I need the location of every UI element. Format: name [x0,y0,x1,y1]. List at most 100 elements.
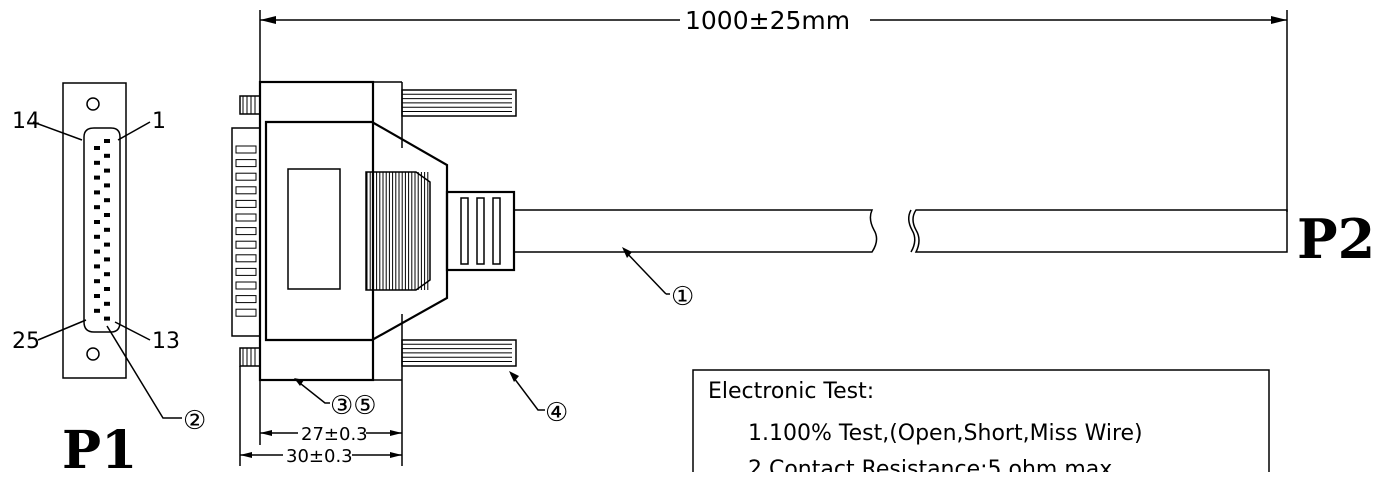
latch-top [401,89,517,117]
pin-label-25: 25 [12,329,40,354]
pin-label-1: 1 [152,109,166,134]
grip-hatching [365,171,431,291]
p1-pin-field [94,139,110,321]
pin-22 [94,264,100,269]
pin-10 [104,272,110,277]
cable-break-mark [908,209,916,253]
pin-21 [94,249,100,254]
d-face-rib [235,172,257,181]
d-face-rib [235,295,257,304]
pin-13 [104,316,110,321]
grip-outline [365,171,431,291]
leader-callout-2 [106,325,182,419]
pin-7 [104,227,110,232]
p1-label: P1 [62,420,137,472]
p1-shell [83,127,121,333]
dim-30-arrow-r [390,452,402,458]
width-dimensions: 27±0.3 30±0.3 [239,366,403,467]
pin-8 [104,242,110,247]
test-box-frame [692,369,1270,477]
leader-callout-1 [623,249,667,295]
pin-20 [94,234,100,239]
pin-9 [104,257,110,262]
pin-label-14: 14 [12,109,40,134]
pin-18 [94,205,100,210]
pin-17 [94,190,100,195]
leader-pin-1 [117,121,151,141]
latch-bottom [401,339,517,367]
strain-relief [445,190,516,272]
test-notes-box: Electronic Test: 1.100% Test,(Open,Short… [692,369,1270,477]
pin-2 [104,153,110,158]
callout-4: ④ [545,398,568,428]
d-face-ribs [235,145,257,317]
d-face-rib [235,186,257,195]
pin-11 [104,287,110,291]
d-face-rib [235,227,257,236]
leader-callout-4-arrow [509,371,519,382]
pin-label-13: 13 [152,329,180,354]
p1-front-view: 14 1 25 13 ② P1 [12,82,206,477]
pin-6 [104,213,110,217]
thumbscrew-top [239,95,261,115]
d-face-rib [235,267,257,276]
strain-relief-slot-2 [476,197,485,265]
pin-15 [94,160,100,165]
leader-pin-13 [114,321,151,341]
p1-mount-hole-bottom [86,347,100,361]
pin-19 [94,220,100,224]
pin-23 [94,279,100,284]
hood-outline [264,120,449,342]
callout-2: ② [183,406,206,436]
strain-relief-slot-1 [460,197,469,265]
d-face-rib [235,254,257,263]
leader-pin-14 [32,121,83,141]
d-face-rib [235,159,257,168]
pin-25 [94,308,100,313]
dim-27-arrow-r [390,430,402,436]
test-line-1: 1.100% Test,(Open,Short,Miss Wire) [748,421,1143,446]
label-window [287,168,341,290]
pin-1 [104,139,110,143]
p2-label: P2 [1297,207,1375,271]
d-face-rib [235,240,257,249]
leader-callout-1-arrow [622,247,632,258]
cable-right [912,209,1288,253]
test-line-2: 2.Contact Resistance:5 ohm max. [748,457,1119,472]
cable-left [514,209,878,253]
leader-callout-35 [295,379,330,404]
length-dimension: 1000±25mm [259,6,1288,212]
pin-24 [94,294,100,298]
dim-27-label: 27±0.3 [301,424,368,445]
p1-side-view: P2 [231,80,1375,382]
callout-35: ③⑤ [330,391,377,421]
test-title: Electronic Test: [708,379,874,404]
dim-30-arrow-l [240,452,252,458]
dim-30-label: 30±0.3 [286,446,353,467]
d-face-rib [235,213,257,222]
callouts: ① ③⑤ ④ [294,247,694,428]
thumbscrew-bottom [239,347,261,367]
arrow-right [1271,16,1287,24]
d-face-rib [235,145,257,154]
p1-mount-hole-top [86,97,100,111]
pin-16 [94,175,100,180]
d-face-rib [235,281,257,290]
leader-callout-35-arrow [294,378,304,386]
callout-1: ① [671,282,694,312]
overall-length-label: 1000±25mm [685,6,850,35]
leader-pin-25 [37,319,87,341]
p1-flange [62,82,127,379]
pin-5 [104,198,110,203]
pin-14 [94,146,100,150]
pin-3 [104,168,110,173]
leader-callout-4 [510,373,545,411]
dim-27-arrow-l [260,430,272,436]
housing-body [258,80,375,382]
strain-relief-slot-3 [492,197,501,265]
d-face-rib [235,199,257,208]
pin-12 [104,301,110,306]
d-face-rib [235,308,257,317]
